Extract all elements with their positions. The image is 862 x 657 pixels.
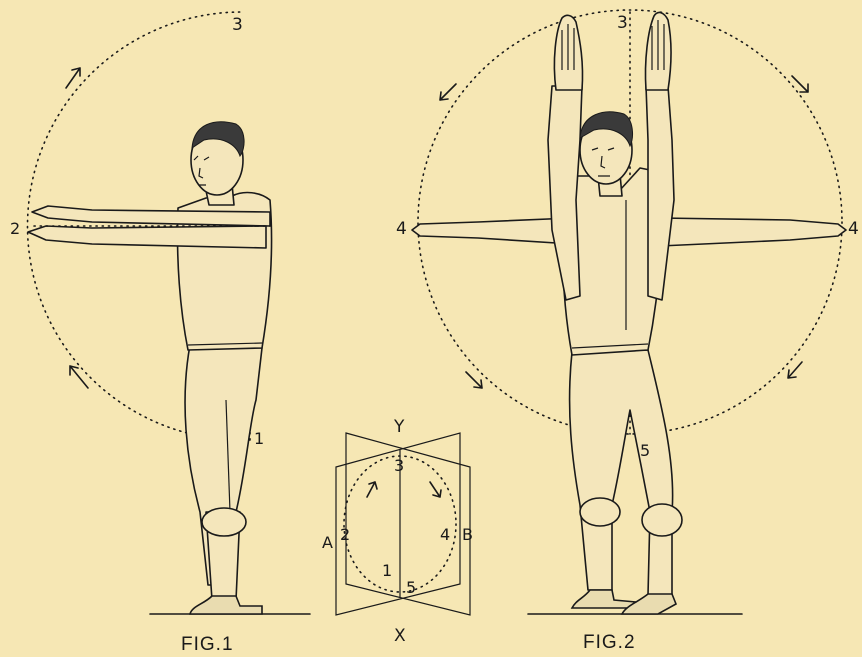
point-label-1: 1 [382, 561, 392, 580]
fig2-label-5: 5 [640, 441, 650, 460]
fig2-arrow-upper-left [440, 84, 456, 100]
fig1-caption: FIG.1 [181, 634, 234, 655]
plane-label-a: A [322, 533, 333, 552]
fig2-arm-left-horizontal [412, 218, 572, 244]
fig1-arrow-back [70, 366, 88, 388]
planes-arrow-left [367, 482, 377, 497]
fig1-label-3: 3 [232, 15, 243, 35]
fig2-knee-right [642, 504, 682, 536]
fig2-knee-left [580, 498, 620, 526]
fig2-label-4-right: 4 [848, 219, 859, 239]
fig2-label-3: 3 [617, 13, 628, 33]
fig2-legs [570, 350, 673, 595]
axis-label-x: X [394, 626, 406, 646]
fig2-arrow-upper-right [792, 76, 808, 92]
fig2-label-4-left: 4 [396, 219, 407, 239]
fig2-arm-right-horizontal [660, 218, 846, 246]
fig2-arm-left-raised [548, 86, 582, 300]
fig2-caption: FIG.2 [583, 632, 636, 653]
fig1-knee [202, 508, 246, 536]
axis-label-y: Y [393, 417, 405, 437]
fig1-shoes [190, 596, 262, 614]
plane-label-b: B [462, 525, 473, 544]
fig2-shoe-left [572, 590, 636, 608]
figure-2: 3 4 4 5 FIG.2 [396, 10, 859, 653]
fig1-label-1: 1 [254, 429, 264, 448]
figure-1: 3 2 1 FIG.1 [10, 12, 310, 655]
point-label-5: 5 [406, 578, 416, 597]
fig1-arrow-up [66, 68, 80, 88]
point-label-3: 3 [394, 456, 404, 475]
fig1-label-2: 2 [10, 219, 20, 238]
point-label-4: 4 [440, 525, 450, 544]
fig1-lower-arm [28, 226, 266, 248]
fig2-arrow-lower-left [466, 372, 482, 388]
fig2-arrow-lower-right [788, 362, 802, 378]
planes-arrow-right [430, 482, 441, 497]
point-label-2: 2 [340, 525, 350, 544]
planes-diagram: Y X A B 3 2 4 1 5 [322, 417, 473, 646]
fig2-arm-right-raised [646, 86, 674, 300]
